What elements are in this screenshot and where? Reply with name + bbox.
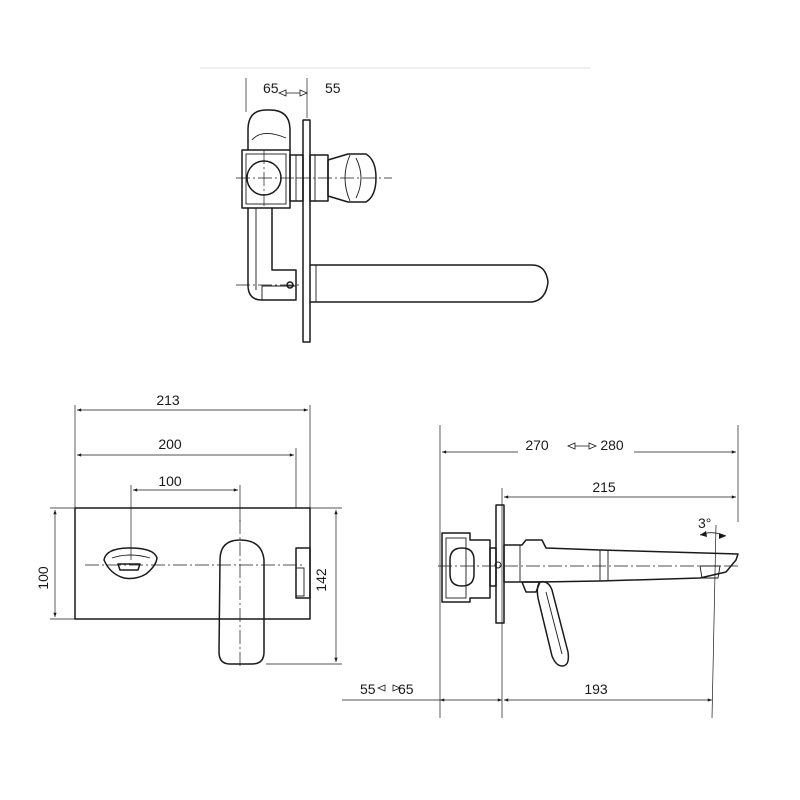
top-lever-handle	[327, 153, 377, 203]
front-height-142: 142	[266, 507, 342, 665]
side-tilt-angle: 3°	[698, 515, 727, 719]
side-view: 270 280 215 3°	[342, 425, 740, 719]
side-spout-length: 215	[501, 479, 737, 718]
side-spout-reach: 193	[504, 681, 713, 702]
front-dim-height-142-label: 142	[313, 568, 329, 592]
top-depth-dimension: 65 55	[245, 78, 341, 118]
front-dim-213-label: 213	[156, 392, 180, 408]
side-angle-label: 3°	[698, 515, 711, 531]
side-dim-215-label: 215	[592, 479, 616, 495]
front-diverter-knob	[103, 547, 158, 580]
front-wall-plate	[74, 507, 311, 620]
side-valve-body	[441, 532, 491, 603]
front-dim-height-100-label: 100	[35, 566, 51, 590]
side-dim-193-label: 193	[584, 681, 608, 697]
top-connector-pipe	[247, 207, 297, 301]
top-dim-left-label: 65	[263, 80, 279, 96]
side-dim-55-label: 55	[360, 681, 376, 697]
side-dim-280-label: 280	[600, 437, 624, 453]
top-view: 65 55	[200, 67, 590, 343]
side-dim-65-label: 65	[398, 681, 414, 697]
front-height-100: 100	[35, 507, 75, 620]
top-valve-cap	[247, 109, 291, 151]
side-dim-270-label: 270	[525, 437, 549, 453]
top-spout	[309, 264, 549, 303]
side-depth-dimension: 55 65	[342, 681, 502, 702]
top-dim-right-label: 55	[325, 80, 341, 96]
front-view: 213 200 100 100 142	[35, 392, 342, 668]
top-wall-plate	[302, 119, 311, 343]
side-spout	[503, 539, 739, 583]
side-wall-plate	[495, 504, 505, 624]
top-valve-housing	[241, 149, 291, 209]
side-lever-handle	[536, 580, 570, 667]
front-width-213: 213	[74, 392, 311, 508]
front-spout-end	[295, 547, 311, 599]
front-dim-200-label: 200	[158, 436, 182, 452]
front-width-200: 200	[77, 436, 297, 508]
side-projection-dimension: 270 280	[439, 425, 739, 718]
front-lever-handle	[218, 539, 265, 665]
front-dim-100-label: 100	[158, 473, 182, 489]
